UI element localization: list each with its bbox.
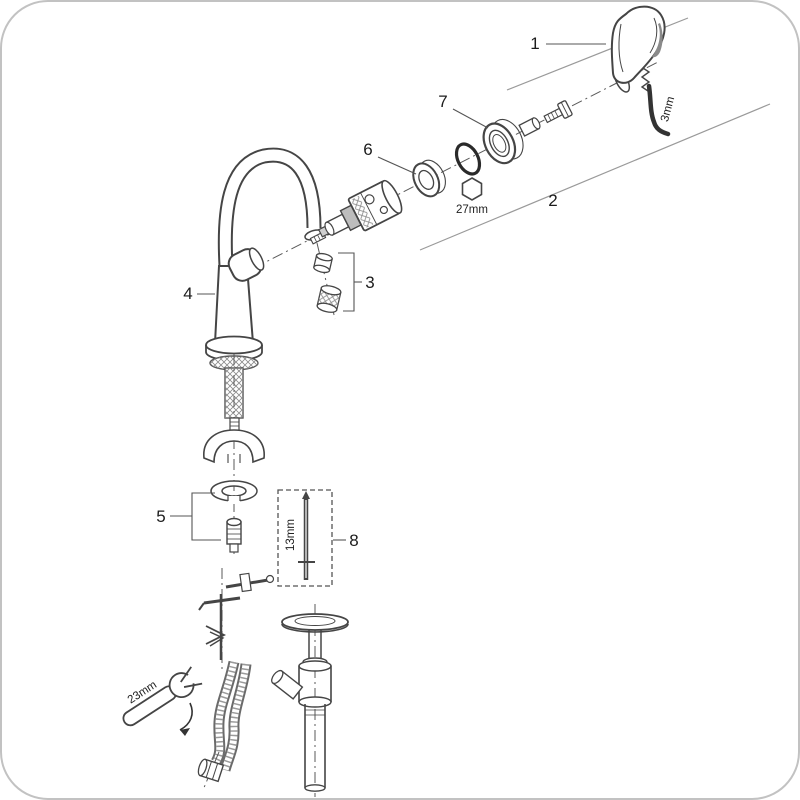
part6-callout bbox=[377, 156, 417, 175]
allen-key-3mm: 3mm bbox=[640, 67, 677, 137]
lever-handle bbox=[610, 5, 666, 93]
rotation-arrow-icon bbox=[179, 702, 193, 736]
handle-sleeve bbox=[518, 117, 541, 137]
o-ring-seal bbox=[454, 142, 482, 176]
popup-lever-assembly bbox=[198, 568, 275, 670]
lift-rod-pin-dimension: 13mm bbox=[285, 519, 297, 551]
pivot-port bbox=[271, 669, 304, 700]
faucet-body bbox=[213, 147, 325, 344]
part-label-8: 8 bbox=[349, 531, 358, 550]
part-label-7: 7 bbox=[438, 92, 447, 111]
part-label-6: 6 bbox=[363, 140, 372, 159]
part-label-2: 2 bbox=[548, 191, 557, 210]
allen-key-dimension: 3mm bbox=[659, 95, 677, 123]
aerator-housing bbox=[316, 285, 342, 313]
wrench-23mm: 23mm bbox=[122, 664, 206, 727]
hose-nut bbox=[197, 758, 225, 783]
main-axis-line bbox=[253, 61, 659, 269]
supply-hoses bbox=[197, 660, 252, 791]
handle-screw bbox=[543, 100, 573, 124]
fixing-bolt bbox=[226, 517, 242, 553]
drain-assembly bbox=[271, 604, 349, 797]
threaded-shank bbox=[224, 367, 244, 419]
cartridge-nut-dimension: 27mm bbox=[456, 204, 488, 216]
horseshoe-washer bbox=[210, 480, 258, 504]
part3-bracket bbox=[338, 252, 355, 312]
part-label-1: 1 bbox=[530, 34, 539, 53]
cartridge-nut-hexagon-icon bbox=[461, 177, 483, 201]
part-label-3: 3 bbox=[365, 273, 374, 292]
lift-rod-box: 13mm bbox=[277, 489, 333, 587]
mounting-bracket bbox=[203, 429, 265, 464]
part7-callout bbox=[452, 108, 489, 129]
cartridge bbox=[317, 179, 403, 238]
cap-ring-7 bbox=[482, 118, 524, 165]
part-label-5: 5 bbox=[156, 507, 165, 526]
part5-bracket bbox=[191, 492, 221, 541]
aerator-insert bbox=[313, 252, 333, 274]
escutcheon-ring-6 bbox=[412, 159, 446, 198]
plane-line-lower bbox=[419, 103, 771, 251]
part-label-4: 4 bbox=[183, 284, 192, 303]
